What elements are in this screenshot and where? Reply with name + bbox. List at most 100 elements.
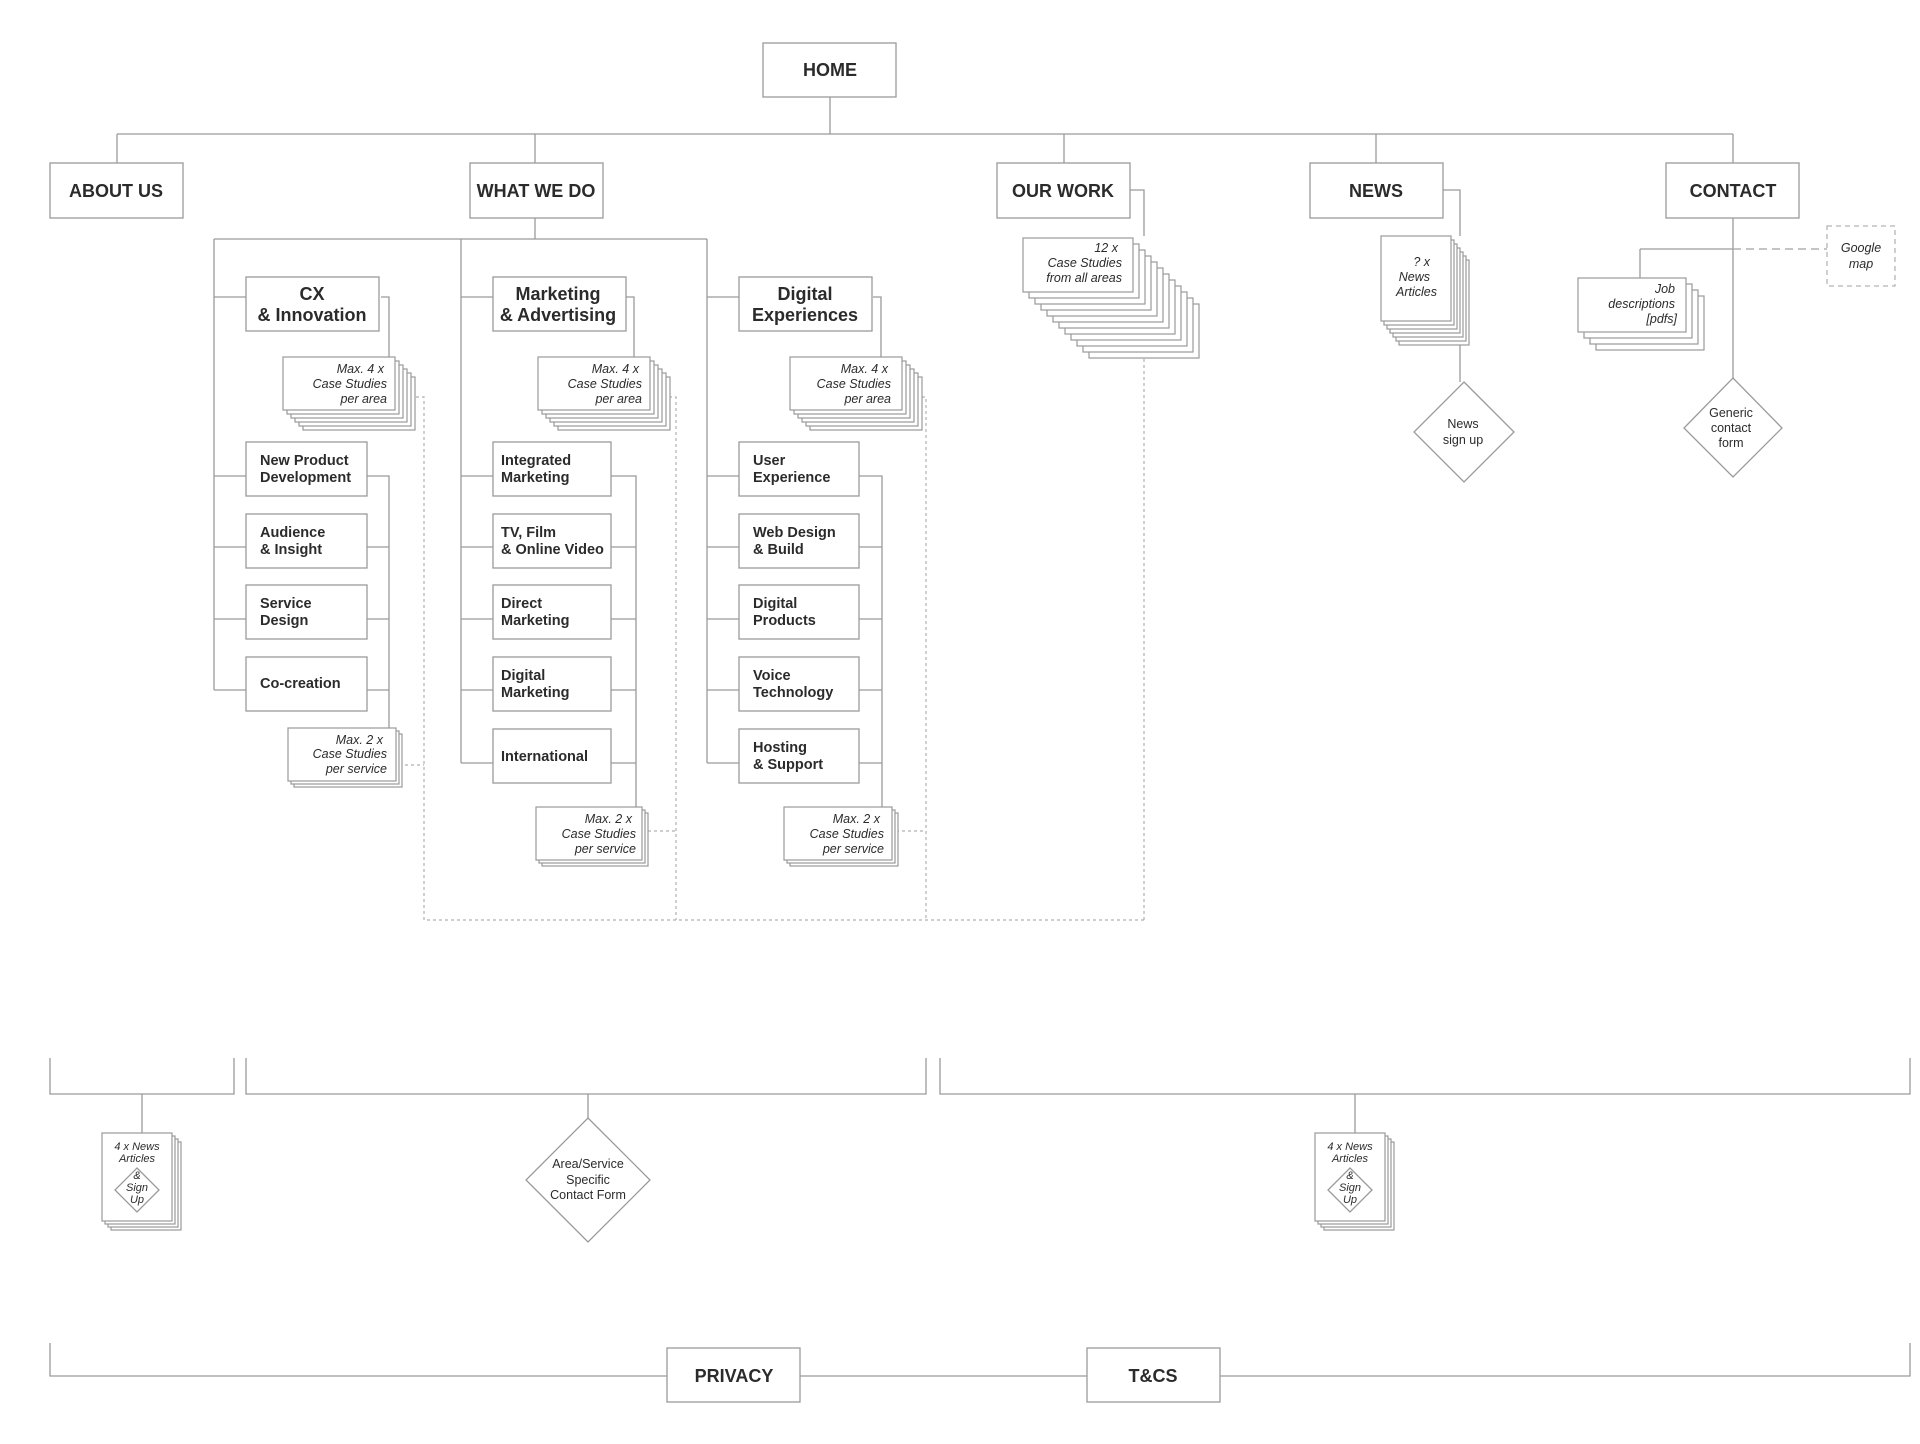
news-signup-form[interactable]: News sign up [1413,381,1515,483]
marketing-service-case-line-2: Case Studies [562,827,636,841]
digital-service-case-studies[interactable]: Max. 2 x Case Studies per service [783,806,899,867]
area-cx-line-1: CX [299,284,324,304]
news-articles-line-2: News [1399,270,1430,284]
service-voice-line-2: Technology [753,685,833,701]
about-signup-diamond [114,1167,160,1213]
cx-service-case-line-3: per service [325,762,387,776]
news-node[interactable]: NEWS [1309,162,1444,219]
service-new-product-development[interactable]: New Product Development [245,441,368,497]
about-us-label: ABOUT US [69,181,163,201]
service-design-line-2: Design [260,613,308,629]
news-articles-line-3: Articles [1395,285,1437,299]
service-audience-line-1: Audience [260,525,325,541]
cx-area-case-line-1: Max. 4 x [337,362,385,376]
service-integrated-marketing[interactable]: Integrated Marketing [492,441,612,497]
privacy-node[interactable]: PRIVACY [666,1347,801,1403]
service-ux-line-2: Experience [753,470,830,486]
news-articles-stack[interactable]: ? x News Articles [1380,235,1470,346]
cx-service-case-line-2: Case Studies [313,747,387,761]
service-digital-products[interactable]: Digital Products [738,584,860,640]
work-signup-diamond [1327,1167,1373,1213]
contact-form-line-1: Generic [1709,406,1753,420]
about-news-signup-stack[interactable]: 4 x News Articles & Sign Up [101,1132,182,1231]
our-work-node[interactable]: OUR WORK [996,162,1131,219]
news-signup-line-1: News [1447,417,1478,431]
service-direct-line-1: Direct [501,596,542,612]
service-web-line-2: & Build [753,542,804,558]
digital-area-case-line-1: Max. 4 x [841,362,889,376]
cx-area-case-studies[interactable]: Max. 4 x Case Studies per area [282,356,416,431]
marketing-service-case-studies[interactable]: Max. 2 x Case Studies per service [535,806,649,867]
news-articles-line-1: ? x [1413,255,1430,269]
service-web-line-1: Web Design [753,525,836,541]
service-international[interactable]: International [492,728,612,784]
generic-contact-form[interactable]: Generic contact form [1683,377,1783,478]
what-we-do-node[interactable]: WHAT WE DO [469,162,604,219]
digital-service-case-line-1: Max. 2 x [833,812,881,826]
google-map-node[interactable]: Google map [1826,225,1896,287]
marketing-area-case-line-3: per area [594,392,642,406]
service-design-line-1: Service [260,596,312,612]
home-label: HOME [803,60,857,80]
news-signup-line-2: sign up [1443,433,1483,447]
contact-form-line-3: form [1719,436,1744,450]
marketing-area-case-studies[interactable]: Max. 4 x Case Studies per area [537,356,671,431]
our-work-case-line-1: 12 x [1094,241,1118,255]
area-marketing-line-2: & Advertising [500,305,616,325]
service-web-design-build[interactable]: Web Design & Build [738,513,860,569]
service-service-design[interactable]: Service Design [245,584,368,640]
area-contact-line-3: Contact Form [550,1188,626,1202]
news-label: NEWS [1349,181,1403,201]
tcs-node[interactable]: T&CS [1086,1347,1221,1403]
work-news-line-2: Articles [1331,1153,1369,1165]
job-descriptions-line-2: descriptions [1608,297,1675,311]
service-audience-insight[interactable]: Audience & Insight [245,513,368,569]
area-marketing-line-1: Marketing [515,284,600,304]
service-hosting-line-1: Hosting [753,740,807,756]
work-signup-line-1: & [1346,1170,1353,1182]
digital-area-case-studies[interactable]: Max. 4 x Case Studies per area [789,356,923,431]
about-news-line-1: 4 x News [114,1141,160,1153]
service-direct-marketing[interactable]: Direct Marketing [492,584,612,640]
service-ux-line-1: User [753,453,786,469]
service-hosting-support[interactable]: Hosting & Support [738,728,860,784]
service-integrated-line-1: Integrated [501,453,571,469]
service-user-experience[interactable]: User Experience [738,441,860,497]
area-digital-line-2: Experiences [752,305,858,325]
service-tv-film-video[interactable]: TV, Film & Online Video [492,513,612,569]
job-descriptions-stack[interactable]: Job descriptions [pdfs] [1577,277,1705,351]
cx-area-case-line-2: Case Studies [313,377,387,391]
service-digital-mkt-line-1: Digital [501,668,545,684]
tcs-label: T&CS [1129,1366,1178,1386]
marketing-area-case-line-2: Case Studies [568,377,642,391]
home-node[interactable]: HOME [762,42,897,98]
service-voice-technology[interactable]: Voice Technology [738,656,860,712]
service-tv-line-1: TV, Film [501,525,556,541]
contact-node[interactable]: CONTACT [1665,162,1800,219]
what-we-do-label: WHAT WE DO [477,181,596,201]
service-npd-line-1: New Product [260,453,349,469]
service-direct-line-2: Marketing [501,613,570,629]
google-map-line-1: Google [1841,241,1881,255]
service-co-creation-label: Co-creation [260,676,341,692]
service-digital-marketing[interactable]: Digital Marketing [492,656,612,712]
service-tv-line-2: & Online Video [501,542,604,558]
service-products-line-2: Products [753,613,816,629]
area-service-contact-form[interactable]: Area/Service Specific Contact Form [525,1117,651,1243]
area-marketing-advertising[interactable]: Marketing & Advertising [492,276,627,332]
our-work-case-line-3: from all areas [1046,271,1122,285]
area-digital-experiences[interactable]: Digital Experiences [738,276,873,332]
about-us-node[interactable]: ABOUT US [49,162,184,219]
work-signup-line-2: Sign [1339,1182,1361,1194]
cx-service-case-studies[interactable]: Max. 2 x Case Studies per service [287,727,403,788]
service-co-creation[interactable]: Co-creation [245,656,368,712]
contact-label: CONTACT [1690,181,1777,201]
cx-area-case-line-3: per area [339,392,387,406]
digital-service-case-line-3: per service [822,842,884,856]
job-descriptions-line-3: [pdfs] [1645,312,1677,326]
marketing-service-case-line-3: per service [574,842,636,856]
our-work-case-studies[interactable]: 12 x Case Studies from all areas [1022,237,1200,359]
area-cx-innovation[interactable]: CX & Innovation [245,276,380,332]
work-news-signup-stack[interactable]: 4 x News Articles & Sign Up [1314,1132,1395,1231]
google-map-line-2: map [1849,257,1873,271]
